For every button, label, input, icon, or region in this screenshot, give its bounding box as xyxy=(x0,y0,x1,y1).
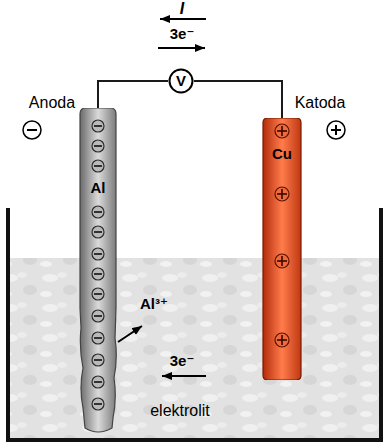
minus-sign xyxy=(92,160,104,172)
minus-sign xyxy=(92,226,104,238)
plus-sign xyxy=(275,124,289,138)
anode-electrode: Al xyxy=(78,108,118,434)
wire xyxy=(194,81,282,118)
current-label: I xyxy=(180,0,184,18)
minus-sign xyxy=(92,206,104,218)
node-text: V xyxy=(176,73,186,90)
minus-sign xyxy=(92,310,104,322)
electron-label: 3e⁻ xyxy=(170,26,195,43)
cathode-electrode: Cu xyxy=(262,118,302,380)
beaker xyxy=(8,208,381,440)
ion-label: Al³⁺ xyxy=(140,296,168,313)
wire xyxy=(98,81,168,108)
minus-sign xyxy=(92,120,104,132)
anode-label: Anoda xyxy=(29,94,75,112)
minus-sign xyxy=(92,376,104,388)
plus-sign xyxy=(275,187,289,201)
cathode-label: Katoda xyxy=(295,94,346,112)
node-text: Al xyxy=(78,180,118,197)
minus-sign xyxy=(92,398,104,410)
ion-arrow xyxy=(118,326,142,342)
anode-electrode xyxy=(78,108,118,434)
minus-sign xyxy=(92,140,104,152)
minus-sign xyxy=(23,121,41,139)
minus-sign xyxy=(92,354,104,366)
minus-sign xyxy=(92,268,104,280)
minus-sign xyxy=(92,288,104,300)
node-text: Cu xyxy=(262,146,302,163)
electrolyte-label: elektrolit xyxy=(150,402,210,420)
minus-sign xyxy=(92,332,104,344)
minus-sign xyxy=(92,248,104,260)
electron-arrow xyxy=(162,375,206,377)
plus-sign xyxy=(275,254,289,268)
electron-label: 3e⁻ xyxy=(170,353,195,370)
current-arrow xyxy=(160,18,206,20)
electron-arrow xyxy=(158,47,205,49)
plus-sign xyxy=(327,121,345,139)
voltmeter: V xyxy=(168,68,194,94)
plus-sign xyxy=(275,333,289,347)
electrolyte xyxy=(10,258,379,438)
